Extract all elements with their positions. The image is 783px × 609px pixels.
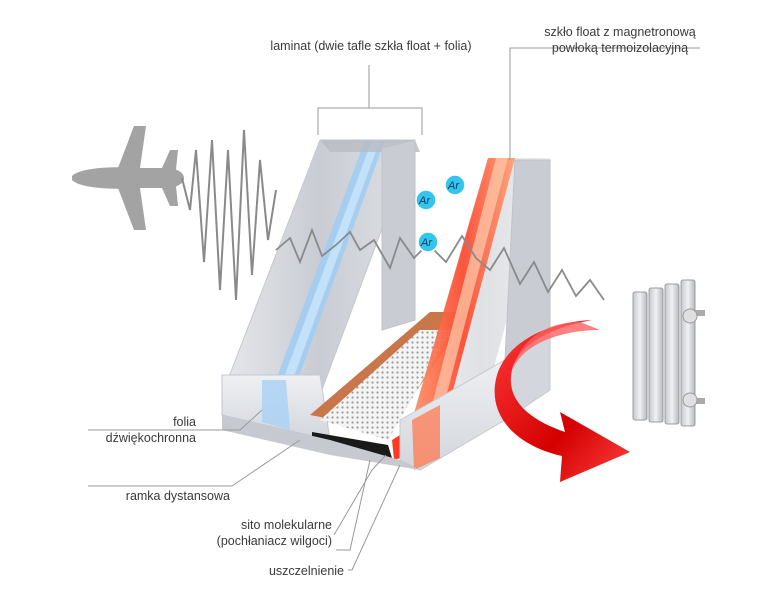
radiator-icon <box>632 279 705 427</box>
molecular-sieve-label-line1: sito molekularne <box>240 518 332 532</box>
seal-label: uszczelnienie <box>268 564 344 578</box>
sealant <box>312 432 392 458</box>
sound-wave-incoming <box>181 129 277 301</box>
acoustic-foil-label-line2: dźwiękochronna <box>105 431 196 445</box>
argon-bubbles: Ar Ar Ar <box>415 174 466 253</box>
laminate-bracket <box>317 65 423 135</box>
coated-glass-label-line2: powłoką termoizolacyjną <box>551 41 689 55</box>
airplane-icon <box>72 126 184 230</box>
molecular-sieve-label: sito molekularne (pochłaniacz wilgoci) <box>100 517 332 549</box>
molecular-sieve-label-line2: (pochłaniacz wilgoci) <box>216 534 332 548</box>
heat-reflection-arrow-icon <box>494 320 630 482</box>
acoustic-foil-label-line1: folia <box>173 415 196 429</box>
laminate-label: laminat (dwie tafle szkła float + folia) <box>270 39 472 53</box>
argon-label-3: Ar <box>420 237 433 249</box>
molecular-sieve <box>320 330 452 440</box>
acoustic-foil-label: folia dźwiękochronna <box>40 414 196 446</box>
coated-glass-label: szkło float z magnetronową powłoką termo… <box>522 24 718 56</box>
leader-lines <box>88 47 700 571</box>
coated-glass-label-line1: szkło float z magnetronową <box>544 25 696 39</box>
spacer-label: ramka dystansowa <box>125 489 230 503</box>
argon-label-1: Ar <box>418 195 431 207</box>
argon-label-2: Ar <box>447 180 460 192</box>
